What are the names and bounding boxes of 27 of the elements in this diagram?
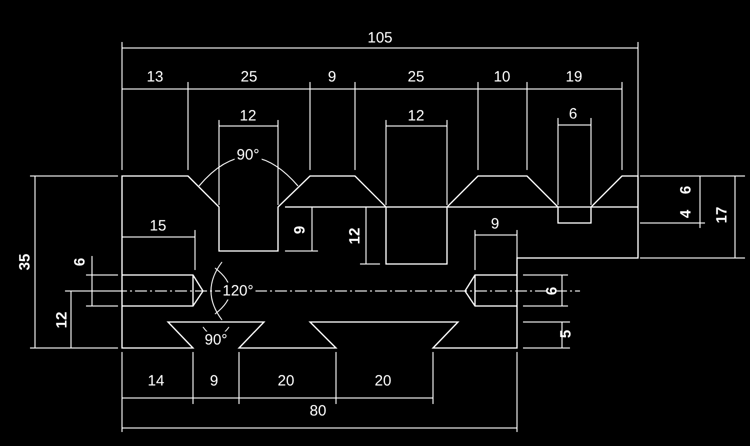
- dimension-label: 6: [568, 106, 578, 122]
- angle-dimension-label: 120°: [220, 282, 256, 300]
- dimension-label: 9: [328, 70, 336, 84]
- dimension-label: 13: [146, 70, 164, 84]
- dimension-label: 12: [54, 312, 70, 328]
- dimension-label: 105: [367, 30, 393, 46]
- dimension-label: 80: [310, 404, 326, 418]
- dimension-label: 6: [72, 258, 88, 266]
- dimension-label: 10: [494, 70, 510, 84]
- dimension-label: 17: [714, 206, 730, 224]
- dimension-label: 9: [490, 216, 500, 232]
- dimension-label: 14: [148, 374, 164, 388]
- dimension-label: 4: [678, 210, 694, 218]
- dimension-label: 9: [210, 374, 218, 388]
- dimension-label: 35: [18, 254, 32, 270]
- dimension-label: 25: [408, 70, 424, 84]
- dimension-label: 25: [240, 70, 258, 84]
- dimension-label: 6: [678, 186, 694, 194]
- dimension-label: 12: [408, 108, 424, 124]
- dimension-label: 15: [150, 218, 166, 234]
- dimension-label: 12: [240, 108, 256, 124]
- dimension-label: 9: [292, 226, 308, 234]
- dimension-label: 20: [374, 374, 392, 388]
- dimension-label: 20: [278, 374, 294, 388]
- dimension-label: 5: [558, 330, 574, 338]
- dimension-label: 12: [348, 228, 362, 244]
- dimension-label: 19: [566, 70, 582, 84]
